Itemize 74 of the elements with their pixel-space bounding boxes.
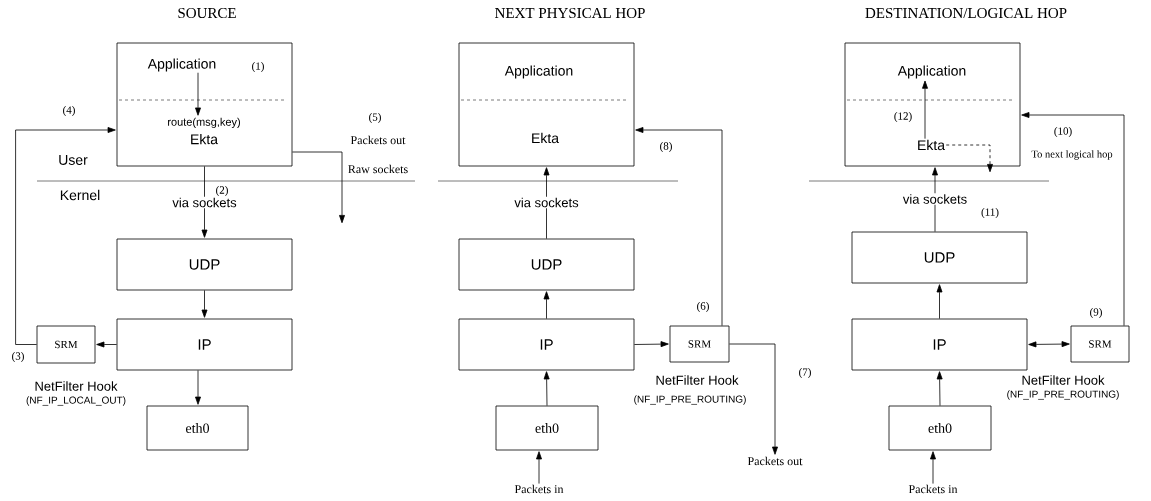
callout-number: (5)	[369, 113, 381, 123]
arrow	[543, 167, 550, 239]
arrow	[292, 151, 345, 224]
arrow	[15, 127, 116, 345]
protocol-box: IP	[116, 318, 293, 371]
edge-label: via sockets	[513, 196, 580, 209]
protocol-box: IP	[851, 318, 1028, 371]
arrow	[1028, 341, 1070, 348]
flow-label: Packets in	[514, 484, 564, 494]
callout-number: (10)	[1054, 127, 1072, 137]
flow-label: Packets out	[747, 456, 803, 466]
annotation: Raw sockets	[348, 164, 408, 174]
callout-number: (7)	[799, 368, 811, 378]
arrow	[936, 284, 943, 319]
hook-caption: (NF_IP_PRE_ROUTING)	[1007, 390, 1119, 400]
hook-caption: (NF_IP_PRE_ROUTING)	[634, 395, 746, 405]
layer-label: Application	[897, 65, 966, 79]
callout-number: (1)	[252, 62, 264, 72]
hook-caption: NetFilter Hook	[656, 375, 739, 385]
arrow	[936, 371, 943, 406]
protocol-box: IP	[458, 318, 635, 371]
arrow	[1021, 112, 1125, 326]
layer-name: User	[59, 155, 88, 165]
hook-caption: (NF_IP_LOCAL_OUT)	[26, 396, 126, 406]
callout-number: (3)	[12, 352, 24, 362]
arrow	[201, 290, 208, 318]
panel-title: NEXT PHYSICAL HOP	[495, 7, 645, 19]
arrow	[930, 451, 936, 484]
arrow	[536, 451, 542, 484]
interface-box: eth0	[888, 405, 992, 451]
layer-label: route(msg,key) Ekta	[168, 117, 240, 145]
callout-number: (12)	[894, 112, 912, 122]
callout-number: (4)	[63, 106, 75, 116]
flow-label: Packets in	[908, 484, 958, 494]
arrow	[635, 127, 723, 326]
arrow	[922, 80, 928, 140]
stack-box	[844, 42, 1021, 167]
callout-number: (11)	[981, 208, 999, 218]
stack-box	[116, 42, 293, 167]
arrow	[932, 167, 938, 232]
callout-number: (8)	[660, 142, 672, 152]
interface-box: eth0	[495, 405, 599, 451]
arrow	[195, 72, 201, 116]
arrow	[543, 291, 550, 319]
protocol-box: UDP	[458, 238, 635, 291]
hook-caption: NetFilter Hook	[1022, 375, 1105, 385]
layer-label: Ekta	[918, 139, 946, 151]
annotation: Packets out	[350, 135, 406, 145]
arrow	[729, 343, 778, 455]
module-box: SRM	[669, 325, 730, 363]
module-box: SRM	[36, 325, 96, 364]
protocol-box: UDP	[851, 231, 1028, 284]
protocol-box: UDP	[116, 238, 293, 291]
panel-title: SOURCE	[178, 7, 236, 19]
arrow	[96, 341, 117, 348]
layer-label: Ekta	[532, 132, 559, 144]
arrow	[634, 341, 669, 348]
arrow	[201, 166, 208, 238]
hook-caption: NetFilter Hook	[35, 381, 118, 391]
edge-label: via sockets	[171, 196, 238, 209]
layer-label: Application	[504, 65, 573, 79]
layer-name: Kernel	[60, 189, 100, 201]
panel-title: DESTINATION/LOGICAL HOP	[865, 7, 1067, 19]
module-box: SRM	[1070, 325, 1130, 363]
annotation: To next logical hop	[1031, 150, 1113, 160]
layer-label: Application	[147, 58, 216, 72]
arrow	[945, 144, 993, 173]
arrow	[195, 370, 201, 405]
stack-box	[458, 42, 635, 167]
interface-box: eth0	[146, 405, 249, 451]
callout-number: (6)	[697, 302, 709, 312]
callout-number: (2)	[216, 186, 228, 196]
edge-label: via sockets	[901, 193, 969, 205]
arrow	[543, 371, 550, 406]
